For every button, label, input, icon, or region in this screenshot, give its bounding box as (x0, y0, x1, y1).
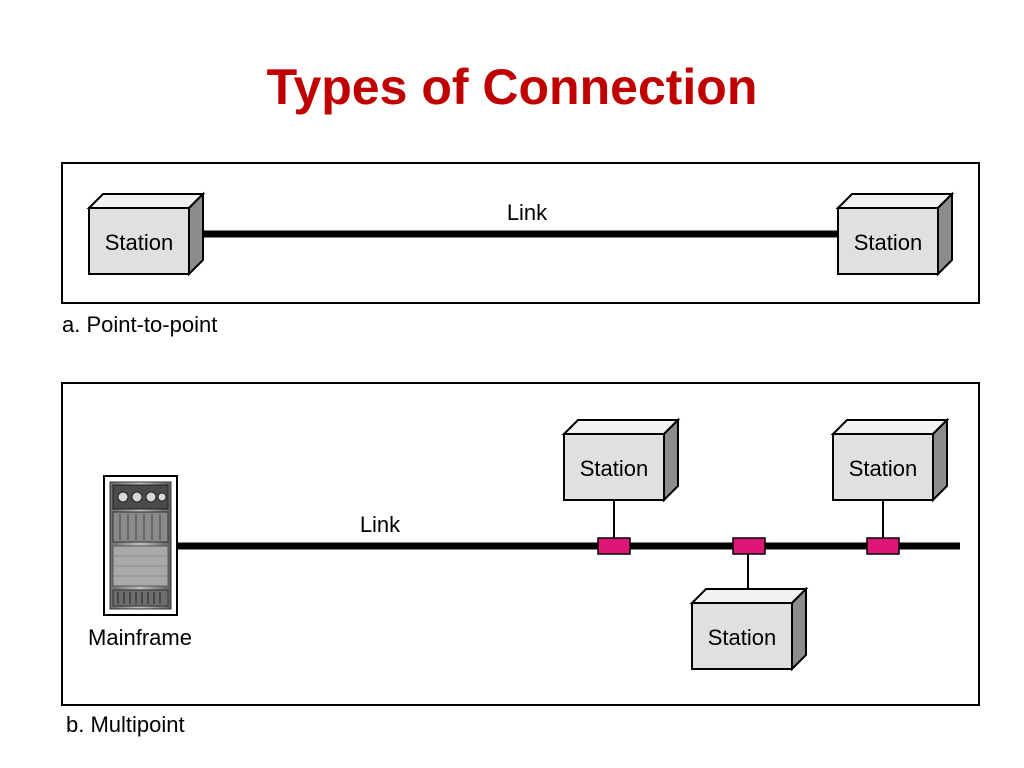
station-right: Station (835, 191, 955, 277)
connector-1 (597, 537, 631, 555)
station-multipoint-3-label: Station (849, 456, 918, 481)
connector-3 (866, 537, 900, 555)
connector-2 (732, 537, 766, 555)
page-title: Types of Connection (266, 59, 758, 115)
mainframe-server-icon (103, 475, 178, 616)
station-left: Station (86, 191, 206, 277)
multipoint-caption: b. Multipoint (66, 712, 185, 737)
point-to-point-panel: Link Station Station (61, 162, 980, 304)
station-left-label: Station (105, 230, 174, 255)
station-right-label: Station (854, 230, 923, 255)
mainframe-label: Mainframe (88, 625, 192, 650)
station-multipoint-2-label: Station (708, 625, 777, 650)
multipoint-link-label: Link (360, 512, 401, 537)
station-multipoint-1-label: Station (580, 456, 649, 481)
point-to-point-caption: a. Point-to-point (62, 312, 218, 337)
station-multipoint-2: Station (689, 586, 809, 672)
multipoint-panel: Mainframe Link Station Station (61, 382, 980, 706)
station-multipoint-3: Station (830, 417, 950, 503)
station-multipoint-1: Station (561, 417, 681, 503)
point-to-point-link-label: Link (507, 200, 548, 225)
